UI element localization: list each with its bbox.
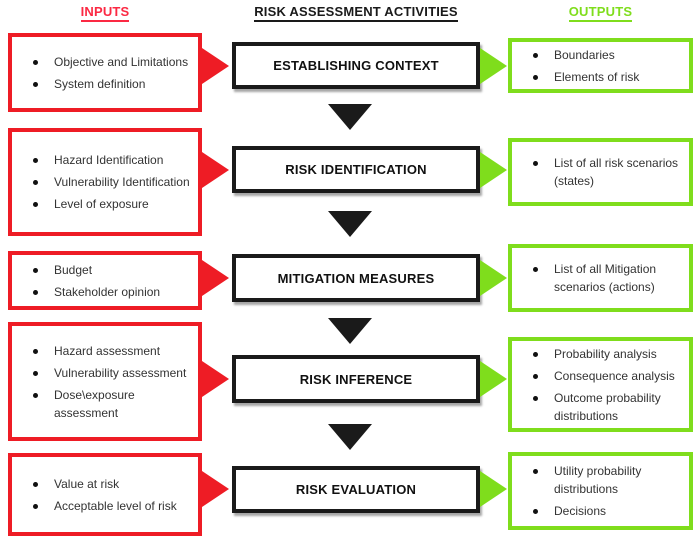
column-header-inputs-label: INPUTS (80, 4, 130, 22)
green-right-arrow-icon (480, 260, 507, 296)
list-item: Value at risk (33, 475, 194, 493)
activity-label: MITIGATION MEASURES (277, 270, 435, 286)
list-item: Level of exposure (33, 195, 194, 213)
inputs-box-risk-evaluation: Value at risk Acceptable level of risk (8, 453, 202, 536)
inputs-list: Value at risk Acceptable level of risk (12, 469, 198, 521)
list-item: Decisions (533, 502, 685, 520)
activity-label: ESTABLISHING CONTEXT (273, 58, 439, 73)
column-header-activities: RISK ASSESSMENT ACTIVITIES (232, 4, 480, 22)
activity-label: RISK IDENTIFICATION (285, 162, 427, 177)
list-item: Vulnerability Identification (33, 173, 194, 191)
green-right-arrow-icon (480, 152, 507, 188)
list-item: Dose\exposure assessment (33, 386, 194, 422)
list-item: Outcome probability distributions (533, 389, 685, 425)
red-right-arrow-icon (202, 361, 229, 397)
column-header-inputs: INPUTS (8, 4, 202, 22)
outputs-list: List of all risk scenarios (states) (512, 148, 689, 196)
list-item: Acceptable level of risk (33, 497, 194, 515)
inputs-box-risk-inference: Hazard assessment Vulnerability assessme… (8, 322, 202, 441)
red-right-arrow-icon (202, 48, 229, 84)
down-arrow-icon (328, 424, 372, 450)
inputs-box-risk-identification: Hazard Identification Vulnerability Iden… (8, 128, 202, 236)
outputs-box-establishing-context: Boundaries Elements of risk (508, 38, 693, 93)
red-right-arrow-icon (202, 260, 229, 296)
column-header-activities-label: RISK ASSESSMENT ACTIVITIES (254, 4, 458, 22)
list-item: Probability analysis (533, 345, 685, 363)
activity-box-risk-evaluation: RISK EVALUATION (232, 466, 480, 513)
activity-label: RISK INFERENCE (299, 371, 413, 387)
list-item: Hazard assessment (33, 342, 194, 360)
inputs-list: Hazard assessment Vulnerability assessme… (12, 336, 198, 428)
activity-box-risk-inference: RISK INFERENCE (232, 355, 480, 403)
list-item: Budget (33, 261, 194, 279)
outputs-box-risk-evaluation: Utility probability distributions Decisi… (508, 452, 693, 530)
list-item: List of all risk scenarios (states) (533, 154, 685, 190)
inputs-list: Hazard Identification Vulnerability Iden… (12, 145, 198, 219)
list-item: Objective and Limitations (33, 53, 194, 71)
list-item: Utility probability distributions (533, 462, 685, 498)
down-arrow-icon (328, 211, 372, 237)
list-item: Elements of risk (533, 68, 685, 86)
list-item: Vulnerability assessment (33, 364, 194, 382)
down-arrow-icon (328, 104, 372, 130)
red-right-arrow-icon (202, 471, 229, 507)
inputs-box-establishing-context: Objective and Limitations System definit… (8, 33, 202, 112)
outputs-box-risk-inference: Probability analysis Consequence analysi… (508, 337, 693, 432)
down-arrow-icon (328, 318, 372, 344)
column-header-outputs: OUTPUTS (508, 4, 693, 22)
inputs-list: Objective and Limitations System definit… (12, 47, 198, 99)
activity-box-risk-identification: RISK IDENTIFICATION (232, 146, 480, 193)
list-item: Boundaries (533, 46, 685, 64)
outputs-list: Utility probability distributions Decisi… (512, 456, 689, 526)
inputs-box-mitigation-measures: Budget Stakeholder opinion (8, 251, 202, 310)
inputs-list: Budget Stakeholder opinion (12, 255, 198, 307)
column-header-outputs-label: OUTPUTS (568, 4, 633, 22)
activity-box-mitigation-measures: MITIGATION MEASURES (232, 254, 480, 302)
outputs-list: List of all Mitigation scenarios (action… (512, 254, 689, 302)
green-right-arrow-icon (480, 471, 507, 507)
outputs-box-mitigation-measures: List of all Mitigation scenarios (action… (508, 244, 693, 312)
outputs-box-risk-identification: List of all risk scenarios (states) (508, 138, 693, 206)
list-item: Hazard Identification (33, 151, 194, 169)
activity-box-establishing-context: ESTABLISHING CONTEXT (232, 42, 480, 89)
activity-label: RISK EVALUATION (295, 482, 417, 497)
list-item: System definition (33, 75, 194, 93)
green-right-arrow-icon (480, 361, 507, 397)
outputs-list: Probability analysis Consequence analysi… (512, 339, 689, 431)
green-right-arrow-icon (480, 48, 507, 84)
outputs-list: Boundaries Elements of risk (512, 40, 689, 92)
red-right-arrow-icon (202, 152, 229, 188)
list-item: Stakeholder opinion (33, 283, 194, 301)
list-item: List of all Mitigation scenarios (action… (533, 260, 685, 296)
list-item: Consequence analysis (533, 367, 685, 385)
